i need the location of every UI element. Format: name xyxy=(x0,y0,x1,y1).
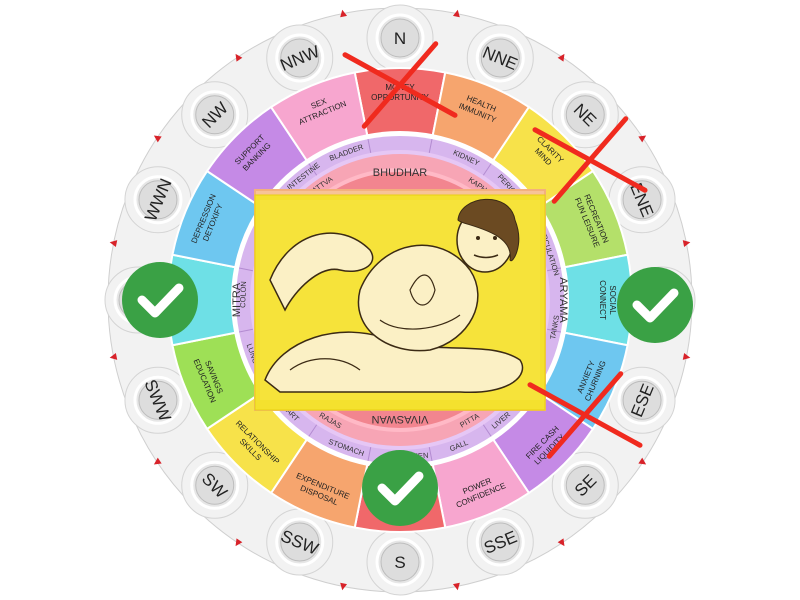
red-triangle-marker-icon xyxy=(340,582,348,591)
red-triangle-marker-icon xyxy=(235,53,243,62)
red-triangle-marker-icon xyxy=(557,53,565,62)
red-triangle-marker-icon xyxy=(557,538,565,547)
deity-label-right: ARYAMA xyxy=(557,277,569,323)
red-triangle-marker-icon xyxy=(638,457,647,465)
deity-label-top: BHUDHAR xyxy=(373,167,427,179)
center-panel: BHUDHAR VIVASWAN ARYAMA MITRA xyxy=(231,167,569,425)
direction-label: N xyxy=(394,29,406,48)
deity-label-bottom: VIVASWAN xyxy=(372,413,429,425)
red-triangle-marker-icon xyxy=(109,352,118,360)
deity-label-left: MITRA xyxy=(231,282,243,317)
check-mark-icon xyxy=(617,267,693,343)
direction-label: S xyxy=(394,553,405,572)
red-triangle-marker-icon xyxy=(452,582,460,591)
deity-figure-illustration xyxy=(260,198,540,400)
organ-label: TANKS xyxy=(548,314,561,340)
red-triangle-marker-icon xyxy=(109,240,118,248)
red-triangle-marker-icon xyxy=(682,240,691,248)
red-triangle-marker-icon xyxy=(452,9,460,18)
check-mark-icon xyxy=(362,450,438,526)
mark-overlays xyxy=(122,41,693,526)
cross-mark-icon xyxy=(342,41,458,129)
cross-mark-icon xyxy=(532,116,648,204)
red-triangle-marker-icon xyxy=(340,9,348,18)
red-triangle-marker-icon xyxy=(153,457,162,465)
check-mark-icon xyxy=(122,262,198,338)
cross-mark-icon xyxy=(527,371,643,459)
zone-label: SOCIALCONNECT xyxy=(598,280,617,320)
zone-n[interactable]: NMONEYOPPORTUNITY xyxy=(353,13,447,137)
red-triangle-marker-icon xyxy=(153,135,162,143)
red-triangle-marker-icon xyxy=(682,352,691,360)
organ-label: COLON xyxy=(238,281,248,308)
red-triangle-marker-icon xyxy=(638,135,647,143)
red-triangle-marker-icon xyxy=(235,538,243,547)
